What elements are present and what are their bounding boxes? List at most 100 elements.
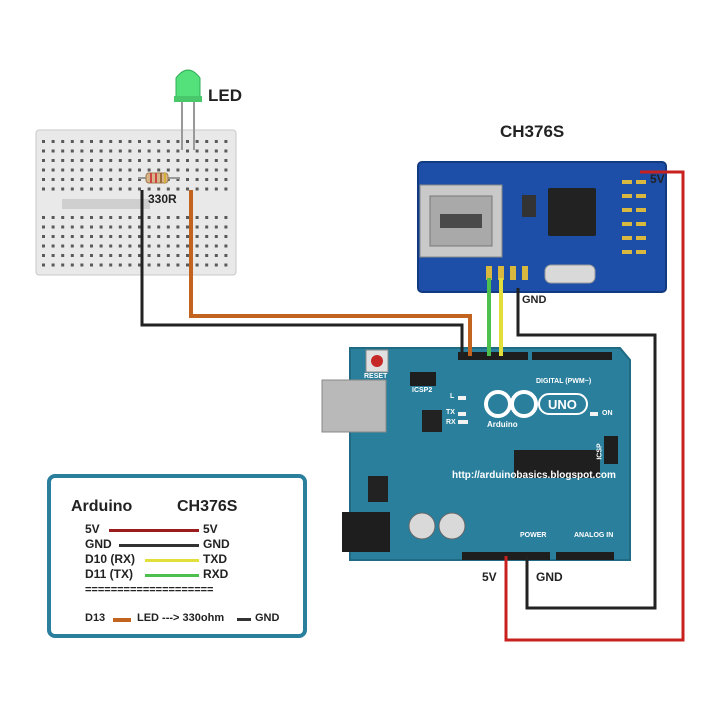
breadboard-hole <box>157 235 161 238</box>
breadboard-hole <box>205 159 209 162</box>
breadboard-hole <box>118 140 122 143</box>
breadboard-hole <box>214 244 218 248</box>
breadboard-hole <box>147 187 151 191</box>
legend-line-5v <box>109 529 199 532</box>
legend-footer-text: LED ---> 330ohm <box>137 612 225 624</box>
breadboard-hole <box>224 159 228 162</box>
breadboard-hole <box>118 178 122 181</box>
breadboard-hole <box>80 178 84 181</box>
breadboard-hole <box>214 225 218 229</box>
breadboard-hole <box>205 244 209 248</box>
breadboard-hole <box>214 254 218 257</box>
uno-text: UNO <box>548 397 577 412</box>
ch376s-label: CH376S <box>500 122 565 141</box>
breadboard-hole <box>205 187 209 191</box>
breadboard-hole <box>61 140 65 143</box>
breadboard-hole <box>51 235 55 238</box>
breadboard-hole <box>70 254 74 257</box>
breadboard-hole <box>195 140 199 143</box>
breadboard-hole <box>138 149 141 153</box>
module-pin <box>636 236 646 240</box>
module-header-pins <box>622 180 646 254</box>
breadboard-hole <box>61 244 65 248</box>
wire-gnd-breadboard <box>140 190 464 356</box>
breadboard-hole <box>214 140 218 143</box>
breadboard-hole <box>224 149 228 153</box>
breadboard-hole <box>166 149 170 153</box>
breadboard-hole <box>186 168 189 172</box>
legend-footer-pin: D13 <box>85 612 106 624</box>
breadboard-hole <box>166 244 170 248</box>
breadboard-hole <box>118 159 122 162</box>
resistor-label: 330R <box>148 192 177 206</box>
breadboard-hole <box>176 216 180 219</box>
breadboard-hole <box>51 263 55 267</box>
breadboard-hole <box>166 187 170 191</box>
wires <box>140 170 685 642</box>
module-gnd-label: GND <box>522 294 547 306</box>
breadboard-hole <box>166 225 170 229</box>
breadboard-hole <box>224 244 228 248</box>
led-l-label: L <box>450 393 455 400</box>
blog-url: http://arduinobasics.blogspot.com <box>452 470 616 481</box>
breadboard-hole <box>186 149 189 153</box>
breadboard-hole <box>186 225 189 229</box>
module-pin <box>622 208 632 212</box>
wire-5v <box>504 170 685 642</box>
breadboard-hole <box>205 263 209 267</box>
breadboard-hole <box>147 159 151 162</box>
breadboard-hole <box>128 187 132 191</box>
breadboard-hole <box>42 216 45 219</box>
breadboard-hole <box>99 159 103 162</box>
breadboard-hole <box>138 168 141 172</box>
breadboard-hole <box>61 263 65 267</box>
breadboard-hole <box>42 178 45 181</box>
breadboard-hole <box>42 235 45 238</box>
breadboard-hole <box>224 254 228 257</box>
breadboard-hole <box>176 225 180 229</box>
on-label: ON <box>602 410 613 417</box>
module-5v-label: 5V <box>650 172 665 186</box>
breadboard-hole <box>70 235 74 238</box>
module-pin <box>622 194 632 198</box>
power-label: POWER <box>520 532 547 539</box>
breadboard-hole <box>128 244 132 248</box>
breadboard-hole <box>147 244 151 248</box>
breadboard-hole <box>205 178 209 181</box>
breadboard-hole <box>138 216 141 219</box>
breadboard-hole <box>166 235 170 238</box>
breadboard-hole <box>109 244 113 248</box>
breadboard-hole <box>128 168 132 172</box>
breadboard-hole <box>147 254 151 257</box>
breadboard-hole <box>51 216 55 219</box>
breadboard-hole <box>186 159 189 162</box>
module-pin <box>622 250 632 254</box>
ch376s-module <box>417 161 667 293</box>
breadboard-hole <box>176 187 180 191</box>
breadboard-hole <box>138 187 141 191</box>
module-pin <box>510 266 516 280</box>
legend-row-right: GND <box>203 537 230 551</box>
breadboard-hole <box>90 235 93 238</box>
breadboard-hole <box>138 225 141 229</box>
breadboard-hole <box>90 149 93 153</box>
breadboard-hole <box>70 178 74 181</box>
breadboard-hole <box>214 159 218 162</box>
breadboard-hole <box>109 187 113 191</box>
breadboard-hole <box>157 159 161 162</box>
breadboard-hole <box>80 225 84 229</box>
breadboard-hole <box>61 187 65 191</box>
breadboard-hole <box>61 254 65 257</box>
breadboard-hole <box>42 149 45 153</box>
breadboard-hole <box>61 235 65 238</box>
breadboard-hole <box>176 159 180 162</box>
breadboard-hole <box>195 178 199 181</box>
breadboard-hole <box>80 168 84 172</box>
breadboard-hole <box>205 168 209 172</box>
breadboard-hole <box>186 216 189 219</box>
breadboard-hole <box>80 149 84 153</box>
breadboard-hole <box>109 168 113 172</box>
module-pin <box>522 266 528 280</box>
breadboard-hole <box>109 225 113 229</box>
